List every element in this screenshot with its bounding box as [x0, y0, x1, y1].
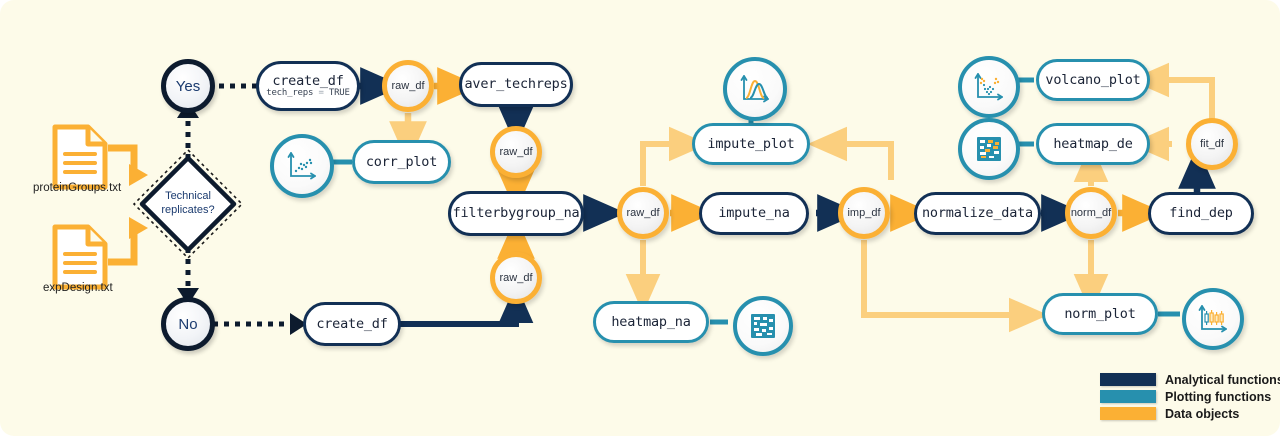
heatmap-icon-na	[733, 296, 793, 356]
file-label-expdesign: expDesign.txt	[43, 282, 113, 294]
raw-df-3-label: raw_df	[626, 207, 660, 219]
dataobj-norm-df[interactable]: norm_df	[1065, 187, 1117, 239]
volcano-plot-label: volcano_plot	[1045, 71, 1141, 88]
node-create-df-techreps[interactable]: create_df tech_reps = TRUE	[256, 61, 360, 111]
edge-impdf-to-normplot	[861, 240, 1049, 333]
heatmap-icon-de	[958, 118, 1020, 180]
file-label-proteingroups: proteinGroups.txt	[33, 182, 122, 194]
boxplot-icon	[1182, 288, 1244, 350]
document-icon-proteingroups	[52, 124, 108, 195]
decision-technical-replicates[interactable]: Technical replicates?	[131, 147, 245, 261]
node-filterbygroup-na[interactable]: filterbygroup_na	[448, 191, 584, 236]
edge-fitdf-to-volcanoplot	[1129, 62, 1215, 119]
imp-df-label: imp_df	[847, 207, 881, 219]
node-corr-plot[interactable]: corr_plot	[352, 140, 451, 184]
node-heatmap-de[interactable]: heatmap_de	[1036, 123, 1150, 165]
node-find-dep[interactable]: find_dep	[1148, 192, 1254, 235]
node-norm-plot[interactable]: norm_plot	[1042, 293, 1158, 335]
node-volcano-plot[interactable]: volcano_plot	[1036, 59, 1150, 101]
impute-na-label: impute_na	[718, 205, 790, 222]
normalize-data-label: normalize_data	[922, 205, 1033, 222]
create-df-techreps-label: create_df	[272, 72, 344, 89]
impute-plot-label: impute_plot	[707, 135, 795, 152]
legend: Analytical functions Plotting functions …	[1100, 372, 1280, 423]
raw-df-2-label: raw_df	[499, 146, 533, 158]
node-normalize-data[interactable]: normalize_data	[914, 192, 1041, 235]
document-icon-expdesign	[52, 224, 108, 295]
legend-item-plotting: Plotting functions	[1100, 389, 1280, 404]
node-impute-plot[interactable]: impute_plot	[692, 123, 810, 165]
legend-item-dataobjects: Data objects	[1100, 406, 1280, 421]
dataobj-raw-df-2[interactable]: raw_df	[490, 126, 542, 178]
edge-rawdf3-to-imputeplot	[640, 126, 709, 186]
edge-no-to-createdf	[213, 313, 307, 335]
legend-swatch-analytical	[1100, 373, 1156, 386]
density-curve-icon	[723, 57, 787, 121]
dataobj-raw-df-1[interactable]: raw_df	[382, 60, 434, 112]
raw-df-4-label: raw_df	[499, 272, 533, 284]
dataobj-fit-df[interactable]: fit_df	[1186, 118, 1238, 170]
dataobj-raw-df-3[interactable]: raw_df	[617, 187, 669, 239]
dataobj-imp-df[interactable]: imp_df	[838, 187, 890, 239]
node-impute-na[interactable]: impute_na	[699, 192, 809, 235]
node-heatmap-na[interactable]: heatmap_na	[593, 301, 709, 343]
node-aver-techreps[interactable]: aver_techreps	[459, 62, 573, 107]
legend-label-analytical: Analytical functions	[1165, 372, 1280, 387]
norm-df-label: norm_df	[1070, 207, 1112, 219]
dataobj-raw-df-4[interactable]: raw_df	[490, 252, 542, 304]
terminator-yes-label: Yes	[175, 77, 201, 95]
fit-df-label: fit_df	[1200, 138, 1224, 150]
create-df-techreps-sublabel: tech_reps = TRUE	[266, 87, 350, 98]
create-df-label: create_df	[316, 315, 388, 332]
legend-item-analytical: Analytical functions	[1100, 372, 1280, 387]
edge-createdf-to-rawdf4	[400, 283, 534, 327]
heatmap-de-label: heatmap_de	[1053, 135, 1133, 152]
filterbygroup-na-label: filterbygroup_na	[452, 205, 580, 222]
raw-df-1-label: raw_df	[391, 80, 425, 92]
heatmap-na-label: heatmap_na	[611, 313, 691, 330]
terminator-no[interactable]: No	[161, 297, 215, 351]
volcano-plot-icon	[958, 56, 1020, 118]
find-dep-label: find_dep	[1169, 205, 1233, 222]
terminator-no-label: No	[178, 315, 198, 333]
legend-label-dataobjects: Data objects	[1165, 406, 1240, 421]
edge-impdf-to-imputeplot	[807, 126, 894, 180]
norm-plot-label: norm_plot	[1064, 305, 1136, 322]
node-create-df[interactable]: create_df	[303, 302, 401, 346]
aver-techreps-label: aver_techreps	[464, 76, 568, 93]
corr-plot-label: corr_plot	[365, 153, 438, 170]
legend-label-plotting: Plotting functions	[1165, 389, 1272, 404]
scatter-plot-icon	[270, 134, 334, 198]
terminator-yes[interactable]: Yes	[161, 59, 215, 113]
legend-swatch-dataobjects	[1100, 407, 1156, 420]
legend-swatch-plotting	[1100, 390, 1156, 403]
